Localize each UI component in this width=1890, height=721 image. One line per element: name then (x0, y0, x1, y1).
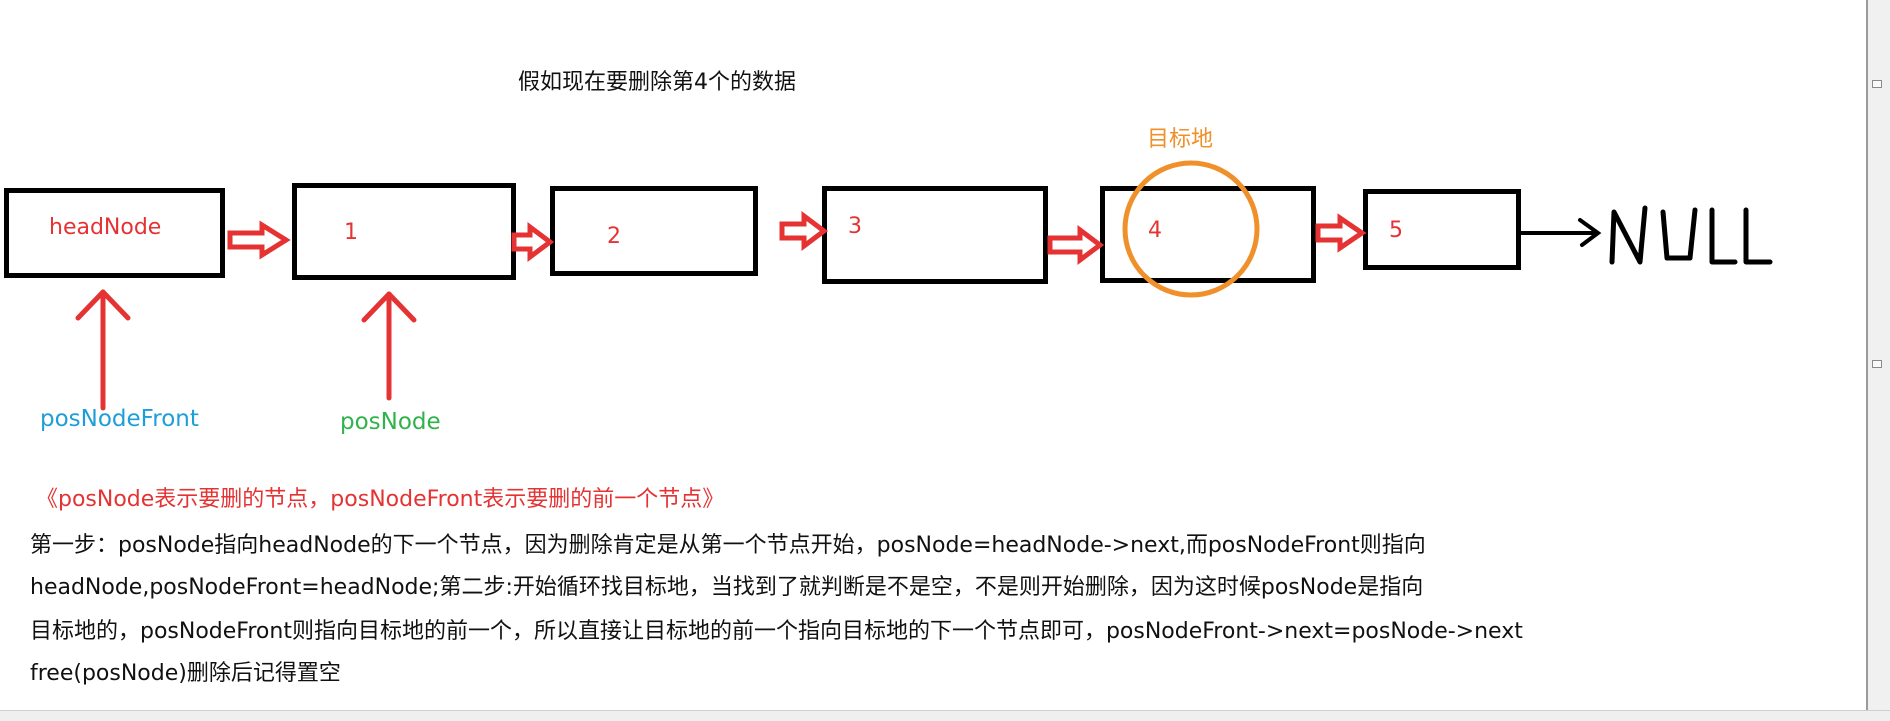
description-line-3: 目标地的，posNodeFront则指向目标地的前一个，所以直接让目标地的前一个… (30, 619, 1523, 644)
link-arrow-1-to-2 (511, 222, 555, 262)
null-handwritten-icon (1609, 205, 1773, 265)
node-box-2 (550, 186, 758, 276)
node-box-3 (822, 186, 1048, 284)
arrow-to-null (1519, 218, 1602, 247)
target-label: 目标地 (1147, 127, 1214, 152)
arrow-right-icon (227, 211, 1367, 265)
node-label-2: 2 (607, 224, 621, 249)
node-label-3: 3 (848, 214, 862, 239)
link-arrow-2-to-3 (779, 211, 829, 251)
link-arrow-head-to-1 (227, 220, 291, 260)
note-line: 《posNode表示要删的节点，posNodeFront表示要删的前一个节点》 (36, 487, 725, 512)
description-line-2: headNode,posNodeFront=headNode;第二步:开始循环找… (30, 575, 1424, 600)
diagram-title: 假如现在要删除第4个的数据 (518, 70, 796, 95)
node-box-1 (292, 183, 516, 280)
description-line-4: free(posNode)删除后记得置空 (30, 661, 341, 686)
link-arrow-3-to-4 (1047, 225, 1105, 265)
node-label-head: headNode (49, 215, 162, 240)
pointer-label-posnode: posNode (340, 409, 441, 435)
description-line-1: 第一步：posNode指向headNode的下一个节点，因为删除肯定是从第一个节… (30, 533, 1426, 558)
page-edge (1866, 0, 1868, 720)
node-box-5 (1363, 189, 1521, 270)
status-bar (0, 710, 1890, 721)
target-circle (1122, 160, 1260, 298)
arrow-up-icon (75, 289, 417, 411)
node-label-5: 5 (1389, 218, 1403, 243)
scroll-marker-top (1872, 80, 1882, 88)
pointer-label-posnodefront: posNodeFront (40, 406, 199, 432)
node-box-head (4, 188, 225, 278)
link-arrow-4-to-5 (1315, 213, 1367, 253)
node-label-4: 4 (1148, 218, 1162, 243)
scroll-marker-middle (1872, 360, 1882, 368)
node-label-1: 1 (344, 220, 358, 245)
